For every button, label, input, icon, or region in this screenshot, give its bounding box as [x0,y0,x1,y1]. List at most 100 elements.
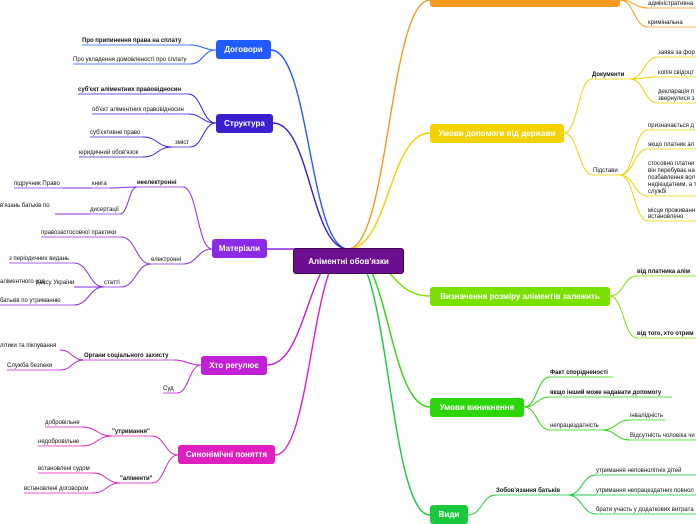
leaf-ud9[interactable]: стосовно платни [648,161,695,167]
branch-umovy-dopomohy[interactable]: Умови допомоги від держави [430,124,564,143]
leaf-ud15[interactable]: встановлено [648,214,684,220]
leaf-syn1[interactable]: "утримання" [112,429,150,435]
branch-synonimichni[interactable]: Синонімічні поняття [178,445,275,464]
leaf-vn5[interactable]: Відсутність чоловіка чи [630,433,695,439]
leaf-syn3[interactable]: недобровільне [38,439,80,445]
connector [274,248,349,456]
branch-materialy[interactable]: Матеріали [212,239,267,258]
leaf-mat2[interactable]: книга [92,181,107,187]
leaf-mat10[interactable]: аліментного код [0,279,45,285]
connector [619,148,649,176]
leaf-ud13[interactable]: службі [648,189,667,195]
connector [523,406,551,431]
connector [619,174,649,197]
leaf-syn4[interactable]: "аліменти" [120,476,153,482]
branch-dogovory[interactable]: Договори [216,40,271,59]
leaf-str5[interactable]: юридичний обов'язок [79,150,139,156]
connector [92,472,121,484]
connector [270,49,349,250]
connector [619,129,649,176]
branch-struktura[interactable]: Структура [216,114,273,133]
leaf-ud5[interactable]: звернулися з [658,96,695,102]
connector [619,174,649,222]
leaf-rz2[interactable]: від того, хто отрим [637,331,694,337]
leaf-str3[interactable]: суб'єктивне право [90,130,141,136]
leaf-ud4[interactable]: декларація п [658,89,694,95]
leaf-ud3[interactable]: копія свідоцт [658,70,695,76]
leaf-syn2[interactable]: добровільне [45,420,80,426]
leaf-ud7[interactable]: призначається д [648,123,695,129]
connector [187,93,217,124]
leaf-mat5[interactable]: в'язань батьків по [0,203,50,209]
connector [142,146,173,158]
connector [182,186,213,250]
leaf-mat12[interactable]: батьків по утриманню [0,298,61,304]
leaf-ud8[interactable]: якщо платник ал [648,142,695,148]
branch-vyznachennia-rozmiru[interactable]: Визначення розміру аліментів залежить [430,287,610,306]
leaf-mat9[interactable]: статті [104,280,120,286]
connector [567,474,597,496]
leaf-ud1[interactable]: Документи [592,72,625,78]
branch-top-partial[interactable] [430,0,620,7]
leaf-vd2[interactable]: утримання неповнолітніх дітей [596,468,682,474]
branch-umovy-vynyknennia[interactable]: Умови виникнення [430,398,524,417]
connector [81,426,113,437]
leaf-vd3[interactable]: утримання непрацездатних повнол [596,488,694,494]
leaf-str2[interactable]: об'єкт аліментних правовідносин [92,107,184,113]
leaf-mat7[interactable]: електронні [151,257,182,263]
connector [629,78,659,104]
connector [151,435,179,456]
connector [467,494,497,516]
leaf-top2[interactable]: кримінальна [648,20,683,26]
leaf-str4[interactable]: зміст [175,140,189,146]
leaf-hto2[interactable]: літики та піклування [0,343,57,349]
leaf-dog1[interactable]: Про припинення права на сплату [82,38,182,44]
connector [176,364,202,394]
leaf-ud6[interactable]: Підстави [593,168,618,174]
leaf-mat4[interactable]: дисертації [90,207,119,213]
connector [73,286,105,306]
leaf-top1[interactable]: адміністративна [648,1,694,7]
leaf-hto3[interactable]: Служба безпеки [7,363,53,369]
connector [187,113,217,124]
leaf-mat11[interactable]: дексу України [36,280,75,286]
leaf-str1[interactable]: суб'єкт аліментних правовідносин [78,87,182,93]
connector [347,0,431,250]
leaf-ud14[interactable]: місце проживанн [648,208,696,214]
leaf-vd4[interactable]: брати участь у додаткових витрата [596,507,694,513]
connector [120,263,152,288]
leaf-ud11[interactable]: позбавлення вол [648,175,696,181]
connector [189,49,217,65]
leaf-mat6[interactable]: правозастосовчої практики [41,230,117,236]
leaf-dog2[interactable]: Про укладення домовленості про сплату [73,57,187,63]
branch-vydy[interactable]: Види [430,505,468,524]
connector [347,248,431,516]
leaf-mat8[interactable]: з періодичних видань [9,256,70,262]
central-topic[interactable]: Аліментні обов'язки [293,248,404,274]
leaf-mat1[interactable]: неелектронні [137,180,177,186]
connector [523,376,551,408]
leaf-rz1[interactable]: від платника алім [637,269,691,275]
connector [119,186,138,215]
connector [563,78,593,134]
connector [109,186,138,189]
leaf-ud12[interactable]: недіездатним, а т [648,182,696,188]
connector [142,136,173,148]
leaf-vn3[interactable]: непрацездатність [550,423,599,429]
leaf-hto4[interactable]: Суд [163,386,174,392]
leaf-vn2[interactable]: якщо інший може надавати допомогу [550,390,662,396]
leaf-vn4[interactable]: інвалідність [630,413,663,419]
leaf-mat3[interactable]: підручник Право [14,181,60,187]
connector [182,248,213,265]
connector [92,482,121,494]
leaf-ud10[interactable]: він перебуває на [648,168,695,174]
leaf-syn6[interactable]: встановлені договором [24,486,89,492]
leaf-hto1[interactable]: Органи соціального захисту [84,353,169,359]
leaf-ud2[interactable]: заява за фор [658,50,695,56]
leaf-syn5[interactable]: встановлені судом [38,466,90,472]
leaf-vn1[interactable]: Факт спорідненості [550,370,608,376]
leaf-vd1[interactable]: Зобов'язання батьків [496,488,561,494]
connector [120,236,152,265]
branch-hto-reguliuie[interactable]: Хто регулює [201,356,267,375]
